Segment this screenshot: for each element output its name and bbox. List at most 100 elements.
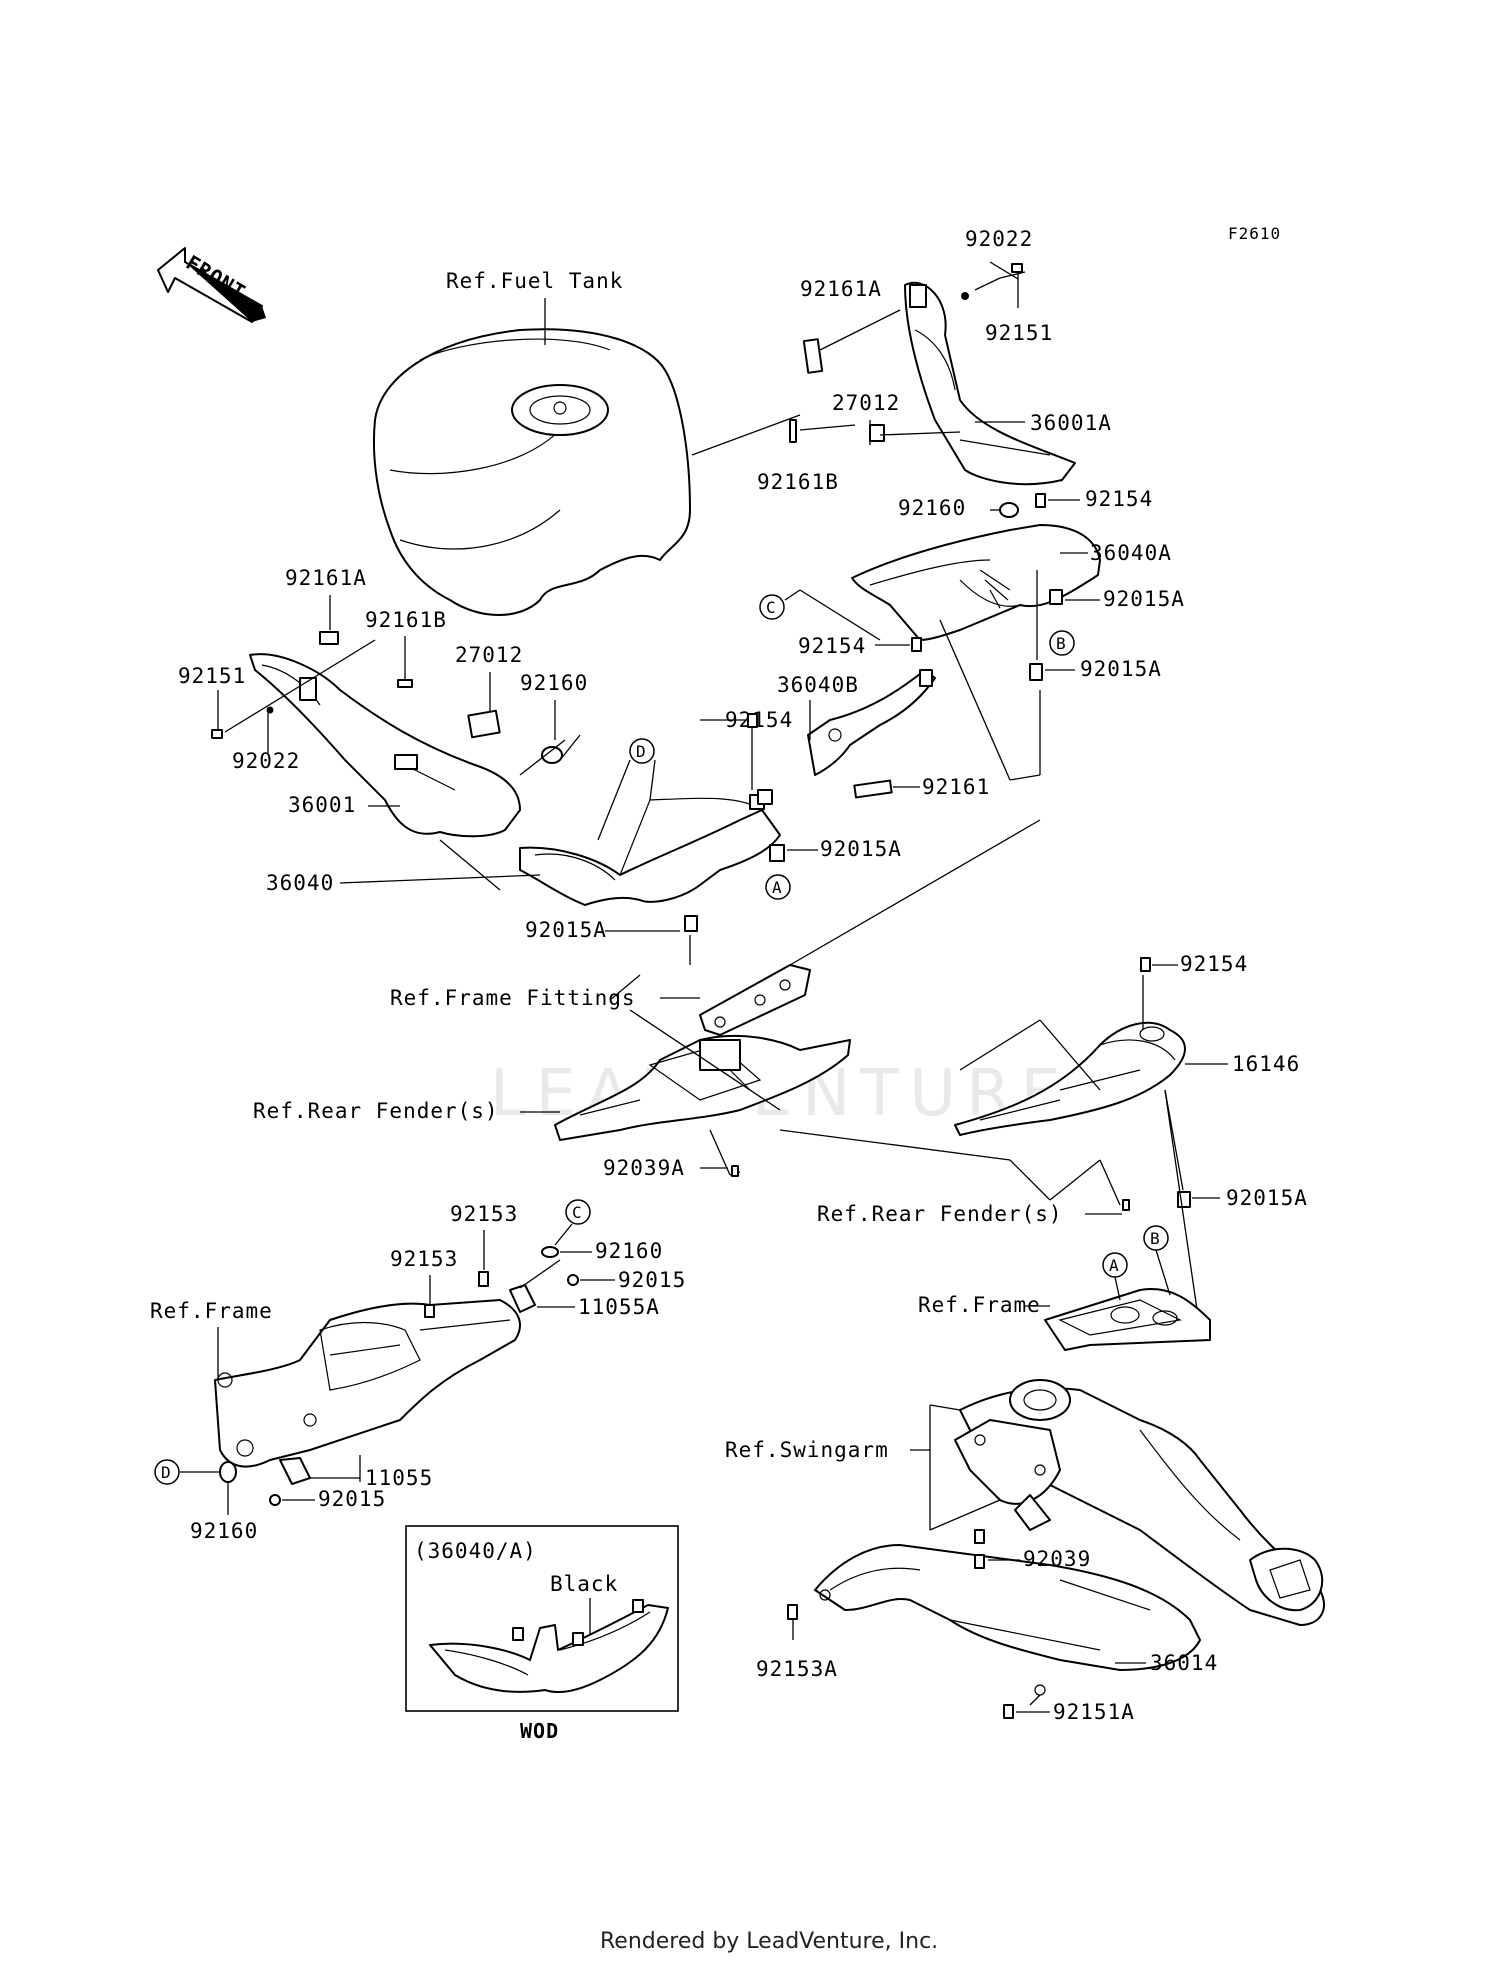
bolt-92039 — [974, 1554, 985, 1569]
label-92154-right: 92154 — [1180, 952, 1248, 976]
collar-92015A-4 — [684, 915, 698, 932]
label-plate-27012-top — [869, 424, 885, 442]
bolt-92154-c — [911, 637, 922, 652]
marker-D-bottom-text: D — [161, 1463, 172, 1482]
label-36001A: 36001A — [1030, 411, 1112, 435]
collar-92015A-1 — [1049, 589, 1063, 605]
side-cover-36001 — [249, 653, 521, 838]
label-92160-c: 92160 — [595, 1239, 663, 1263]
ref-frame-fittings-label: Ref.Frame Fittings — [390, 986, 636, 1010]
swingarm — [954, 1379, 1325, 1626]
tail-cover-16146 — [954, 1021, 1186, 1136]
marker-D-bottom — [154, 1459, 180, 1485]
ref-frame-right-label: Ref.Frame — [918, 1293, 1041, 1317]
bolt-92153-b — [424, 1304, 435, 1318]
frame-right — [1044, 1288, 1211, 1351]
label-92022-top: 92022 — [965, 227, 1033, 251]
label-36040A: 36040A — [1090, 541, 1172, 565]
marker-C-bottom-text: C — [572, 1203, 583, 1222]
label-92161A-top: 92161A — [800, 277, 882, 301]
label-92153A: 92153A — [756, 1657, 838, 1681]
ref-swingarm-label: Ref.Swingarm — [725, 1438, 889, 1462]
ref-rear-fender-right-label: Ref.Rear Fender(s) — [817, 1202, 1063, 1226]
frame-fittings — [699, 964, 811, 1036]
clip-rear-fender-right — [1122, 1199, 1130, 1211]
grommet-92160-top — [999, 502, 1019, 518]
fuel-tank — [372, 328, 691, 616]
screw-swingarm — [974, 1529, 985, 1544]
label-92015-b: 92015 — [318, 1487, 386, 1511]
cover-36040 — [519, 794, 781, 906]
marker-C-top — [759, 594, 785, 620]
label-27012-top: 27012 — [832, 391, 900, 415]
marker-A-right-text: A — [1109, 1256, 1120, 1275]
marker-B-right-text: B — [1150, 1229, 1161, 1248]
label-92015: 92015 — [618, 1268, 686, 1292]
marker-C-top-text: C — [766, 598, 777, 617]
collar-92015A-3 — [769, 844, 785, 862]
label-92161B-top: 92161B — [757, 470, 839, 494]
pad-92161 — [853, 779, 893, 799]
chain-cover-36014 — [814, 1544, 1201, 1696]
label-92022-left: 92022 — [232, 749, 300, 773]
marker-C-bottom — [565, 1199, 591, 1225]
grommet-92160-left — [541, 746, 563, 764]
label-11055A: 11055A — [578, 1295, 660, 1319]
label-27012-left: 27012 — [455, 643, 523, 667]
bolt-92151A — [1003, 1704, 1014, 1719]
label-92151A: 92151A — [1053, 1700, 1135, 1724]
label-92161B-left: 92161B — [365, 608, 447, 632]
marker-B-top — [1049, 630, 1075, 656]
label-92015A-1: 92015A — [1103, 587, 1185, 611]
label-16146: 16146 — [1232, 1052, 1300, 1076]
label-plate-27012-left — [467, 709, 501, 739]
label-92039: 92039 — [1023, 1547, 1091, 1571]
label-92151-left: 92151 — [178, 664, 246, 688]
label-11055: 11055 — [365, 1466, 433, 1490]
label-92160-d: 92160 — [190, 1519, 258, 1543]
bolt-92154-mid — [747, 713, 758, 728]
pad-92161B-top — [789, 419, 797, 443]
label-92153-b: 92153 — [390, 1247, 458, 1271]
label-92039A: 92039A — [603, 1156, 685, 1180]
clip-92039A — [731, 1165, 739, 1177]
rear-fender-left — [554, 1034, 851, 1141]
label-36040: 36040 — [266, 871, 334, 895]
label-92161: 92161 — [922, 775, 990, 799]
footer-credit: Rendered by LeadVenture, Inc. — [600, 1929, 938, 1954]
marker-A-mid — [765, 874, 791, 900]
label-36040B: 36040B — [777, 673, 859, 697]
bracket-36040B — [807, 669, 936, 776]
marker-D-mid — [629, 738, 655, 764]
marker-D-mid-text: D — [636, 742, 647, 761]
collar-92015A-2 — [1029, 663, 1043, 681]
pad-92161A-top — [802, 338, 824, 374]
figure-code: F2610 — [1228, 224, 1281, 243]
ref-rear-fender-left-label: Ref.Rear Fender(s) — [253, 1099, 499, 1123]
label-92154-c: 92154 — [798, 634, 866, 658]
inset-cover-black — [429, 1604, 669, 1693]
ref-fuel-tank-label: Ref.Fuel Tank — [446, 269, 623, 293]
nut-92015-b — [269, 1494, 281, 1506]
bolt-92154-top — [1035, 493, 1046, 508]
label-36014: 36014 — [1150, 1651, 1218, 1675]
label-92015A-5: 92015A — [1226, 1186, 1308, 1210]
label-92015A-3: 92015A — [820, 837, 902, 861]
marker-A-mid-text: A — [772, 878, 783, 897]
label-92160-top: 92160 — [898, 496, 966, 520]
screw-92022-top — [961, 292, 969, 300]
inset-variant: WOD — [520, 1719, 559, 1743]
side-cover-36001A — [904, 282, 1076, 486]
label-92160-left: 92160 — [520, 671, 588, 695]
bracket-11055A — [509, 1284, 536, 1313]
bolt-92153-a — [478, 1271, 489, 1287]
label-92015A-4: 92015A — [525, 918, 607, 942]
frame-left — [214, 1299, 521, 1468]
ref-frame-left-label: Ref.Frame — [150, 1299, 273, 1323]
label-92015A-2: 92015A — [1080, 657, 1162, 681]
bracket-11055 — [279, 1457, 311, 1485]
label-92161A-left: 92161A — [285, 566, 367, 590]
bolt-92154-right — [1140, 957, 1151, 972]
bolt-92151-top — [1011, 263, 1023, 273]
